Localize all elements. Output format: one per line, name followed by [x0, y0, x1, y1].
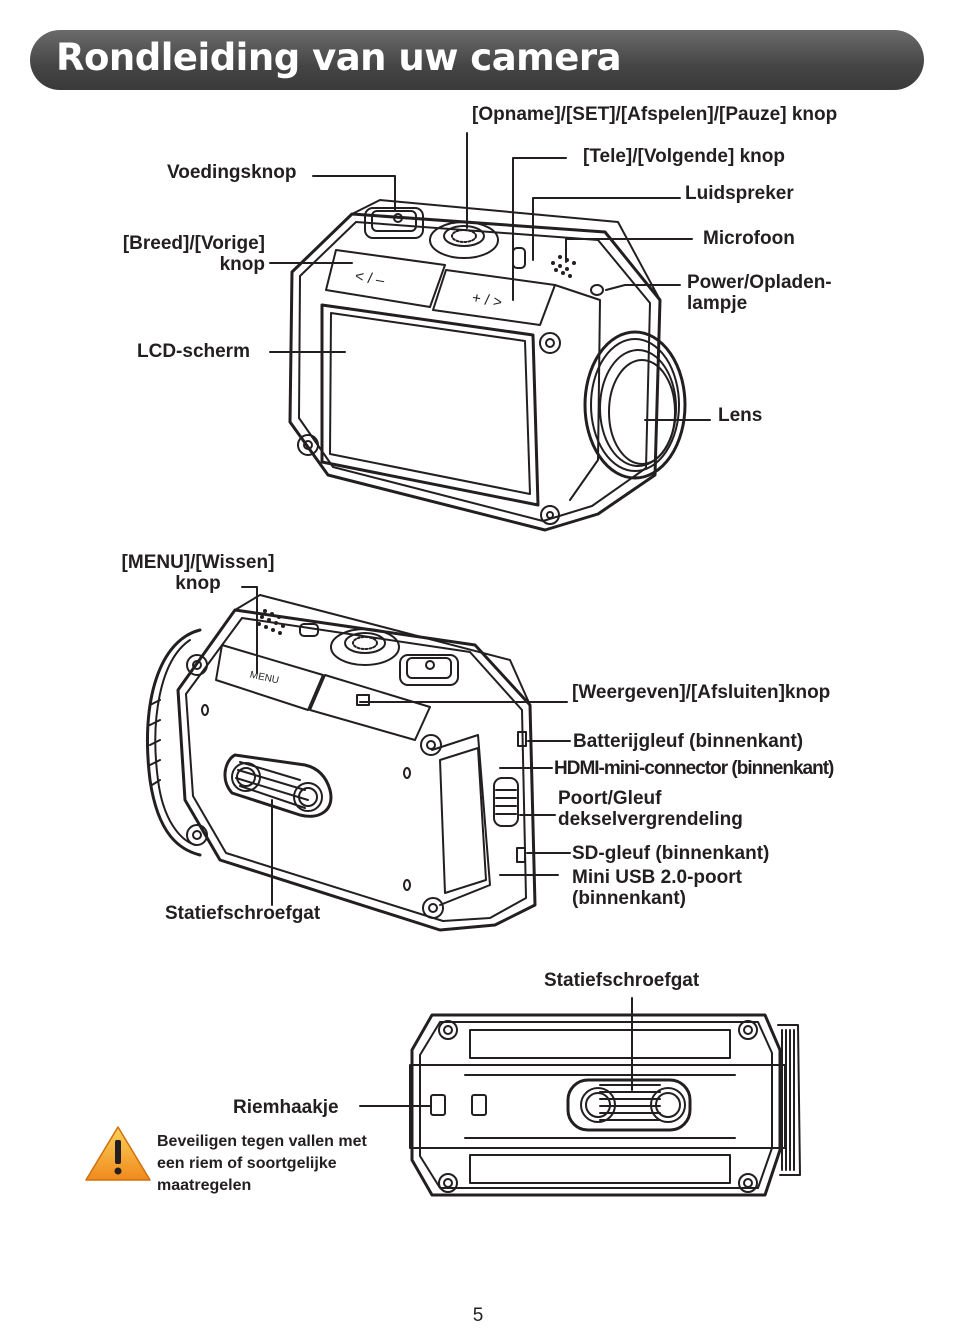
label-power-lamp-line1: Power/Opladen- [687, 272, 832, 293]
label-strap: Riemhaakje [233, 1097, 339, 1118]
label-power-lamp: Power/Opladen- lampje [687, 272, 832, 314]
label-bottom-tripod: Statiefschroefgat [544, 970, 700, 991]
label-menu-button: [MENU]/[Wissen] knop [112, 552, 284, 594]
warning-triangle-icon [85, 1126, 151, 1181]
label-usb-line1: Mini USB 2.0-poort [572, 867, 742, 888]
label-lock-line2: dekselvergrendeling [558, 809, 743, 830]
engraved-menu-label: MENU [249, 670, 280, 687]
warning-text-line2: een riem of soortgelijke [157, 1155, 337, 1172]
label-back-tripod: Statiefschroefgat [165, 903, 321, 924]
label-wide-button-line1: [Breed]/[Vorige] [122, 233, 265, 254]
label-lens: Lens [718, 405, 763, 426]
label-lock: Poort/Gleuf dekselvergrendeling [558, 788, 743, 830]
label-hdmi: HDMI-mini-connector (binnenkant) [554, 758, 834, 779]
label-power-button: Voedingsknop [167, 162, 297, 183]
label-lcd: LCD-scherm [137, 341, 250, 362]
title-bar [30, 30, 924, 90]
label-wide-button: [Breed]/[Vorige] knop [100, 233, 265, 275]
front-camera-drawing [288, 199, 687, 532]
label-wide-button-line2: knop [219, 254, 265, 275]
label-usb-line2: (binnenkant) [572, 888, 686, 909]
back-camera-drawing [146, 594, 537, 932]
bottom-camera-drawing [409, 1013, 801, 1197]
label-menu-button-line1: [MENU]/[Wissen] [121, 552, 275, 573]
label-microphone: Microfoon [703, 228, 795, 249]
warning-text-line1: Beveiligen tegen vallen met [157, 1133, 367, 1150]
engraved-prev-label: < / – [354, 268, 387, 290]
label-lock-line1: Poort/Gleuf [558, 788, 662, 809]
label-usb: Mini USB 2.0-poort (binnenkant) [572, 867, 742, 909]
label-record-button: [Opname]/[SET]/[Afspelen]/[Pauze] knop [472, 104, 838, 125]
engraved-next-label: + / > [471, 289, 504, 311]
label-speaker: Luidspreker [685, 183, 794, 204]
label-tele-button: [Tele]/[Volgende] knop [583, 146, 785, 167]
label-power-lamp-line2: lampje [687, 293, 748, 314]
label-sd-slot: SD-gleuf (binnenkant) [572, 843, 770, 864]
page-title: Rondleiding van uw camera [56, 36, 622, 79]
warning-text: Beveiligen tegen vallen met een riem of … [157, 1131, 367, 1197]
label-menu-button-line2: knop [175, 573, 221, 594]
page-number: 5 [472, 1305, 484, 1326]
label-playback-button: [Weergeven]/[Afsluiten]knop [572, 682, 831, 703]
warning-text-line3: maatregelen [157, 1177, 252, 1194]
label-battery-slot: Batterijgleuf (binnenkant) [573, 731, 804, 752]
